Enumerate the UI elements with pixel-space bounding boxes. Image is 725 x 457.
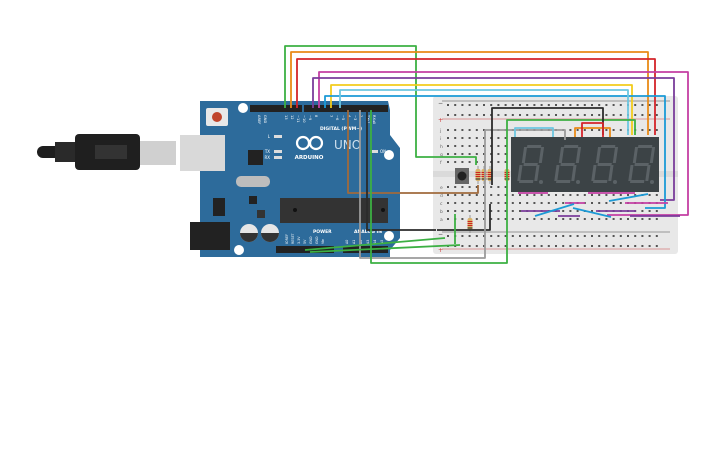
power-pin-label: IOREF (285, 234, 289, 244)
wire-red[interactable] (296, 58, 656, 135)
digital-pin-label: 8 (314, 115, 318, 118)
wire-orange[interactable] (290, 51, 649, 135)
analog-label: ANALOG IN (354, 229, 382, 235)
wire-magenta[interactable] (318, 71, 689, 216)
four-digit-seven-segment-display[interactable] (511, 137, 659, 192)
digital-pin-label: 7 (329, 115, 333, 117)
atmega-chip (280, 198, 388, 223)
push-button[interactable] (455, 168, 469, 184)
row-letter: g (440, 153, 443, 158)
analog-pin-label: A1 (352, 240, 356, 244)
analog-pin-label: A2 (359, 240, 363, 244)
digital-pin-label: GND (263, 115, 267, 123)
wire-purple[interactable] (521, 210, 680, 217)
digital-pin-label: ~9 (308, 115, 312, 121)
wire-green[interactable] (370, 110, 636, 264)
rail-minus-label: − (438, 100, 443, 107)
power-pin-label: RESET (291, 232, 295, 244)
digital-pin-label: AREF (257, 115, 261, 124)
rail-minus-label-bottom: − (438, 231, 443, 238)
wire-light-blue[interactable] (339, 89, 629, 135)
row-letter: c (440, 202, 443, 207)
wire-orange[interactable] (574, 127, 611, 137)
analog-pin-label: A5 (380, 240, 384, 244)
row-letter: f (440, 160, 442, 166)
wire-green[interactable] (284, 45, 477, 165)
led-label-on: ON (380, 149, 386, 154)
analog-pin-label: A3 (366, 240, 370, 244)
analog-pin-label: A0 (345, 240, 349, 244)
digital-label: DIGITAL (PWM~) (320, 126, 362, 132)
wire-purple[interactable] (312, 77, 675, 201)
power-jack (190, 222, 230, 250)
row-letter: d (440, 193, 443, 199)
seven-segment-digit (554, 145, 582, 184)
digital-pin-label: 2 (359, 115, 363, 117)
led-label-tx: TX (264, 149, 270, 154)
row-letter: b (440, 209, 443, 215)
analog-pin-label: A4 (373, 240, 377, 244)
digital-pin-label: 13 (284, 115, 288, 120)
digital-pin-label: TX▸1 (366, 114, 370, 124)
digital-pin-label: ~6 (335, 115, 339, 121)
rail-plus-label: + (438, 117, 443, 124)
wire-brown[interactable] (347, 110, 479, 194)
seven-segment-digit (628, 145, 656, 184)
digital-pin-label: ~10 (302, 115, 306, 123)
rail-plus-label-bottom: + (438, 247, 443, 254)
wire-black[interactable] (491, 107, 604, 185)
digital-pin-label: 12 (290, 115, 294, 120)
row-letter: i (440, 136, 441, 142)
row-letter: j (439, 128, 441, 134)
digital-pin-label: 4 (347, 115, 351, 118)
row-letter: a (440, 218, 443, 223)
crystal (236, 176, 270, 187)
power-pin-label: Vin (321, 239, 325, 244)
wire-blue[interactable] (534, 193, 649, 218)
wire-blue[interactable] (324, 95, 666, 209)
usb-cable[interactable] (37, 134, 176, 170)
row-letter: e (440, 186, 443, 191)
brand-label: ARDUINO (295, 155, 324, 161)
digital-pin-label: ~11 (296, 115, 300, 123)
wire-magenta[interactable] (518, 192, 668, 204)
wire-green[interactable] (304, 237, 461, 253)
seven-segment-digit (591, 145, 619, 184)
digital-pin-label: RX◂0 (372, 115, 376, 125)
digital-pin-label: ~3 (353, 115, 357, 120)
resistor[interactable] (475, 166, 481, 184)
power-label: POWER (313, 229, 332, 235)
usb-port (180, 135, 225, 171)
digital-pin-label: ~5 (341, 115, 345, 120)
led-label-rx: RX (264, 155, 270, 160)
wire-red[interactable] (581, 122, 604, 137)
arduino-logo (295, 135, 324, 151)
power-pin-label: 3.3V (297, 236, 301, 244)
wire-light-blue[interactable] (514, 127, 554, 137)
wire-gray[interactable] (359, 110, 566, 259)
row-letter: h (440, 144, 443, 150)
power-pin-label: 5V (303, 239, 307, 244)
seven-segment-digit (517, 145, 545, 184)
power-pin-label: GND (315, 236, 319, 244)
power-pin-label: GND (309, 236, 313, 244)
led-label-l: L (268, 134, 271, 139)
